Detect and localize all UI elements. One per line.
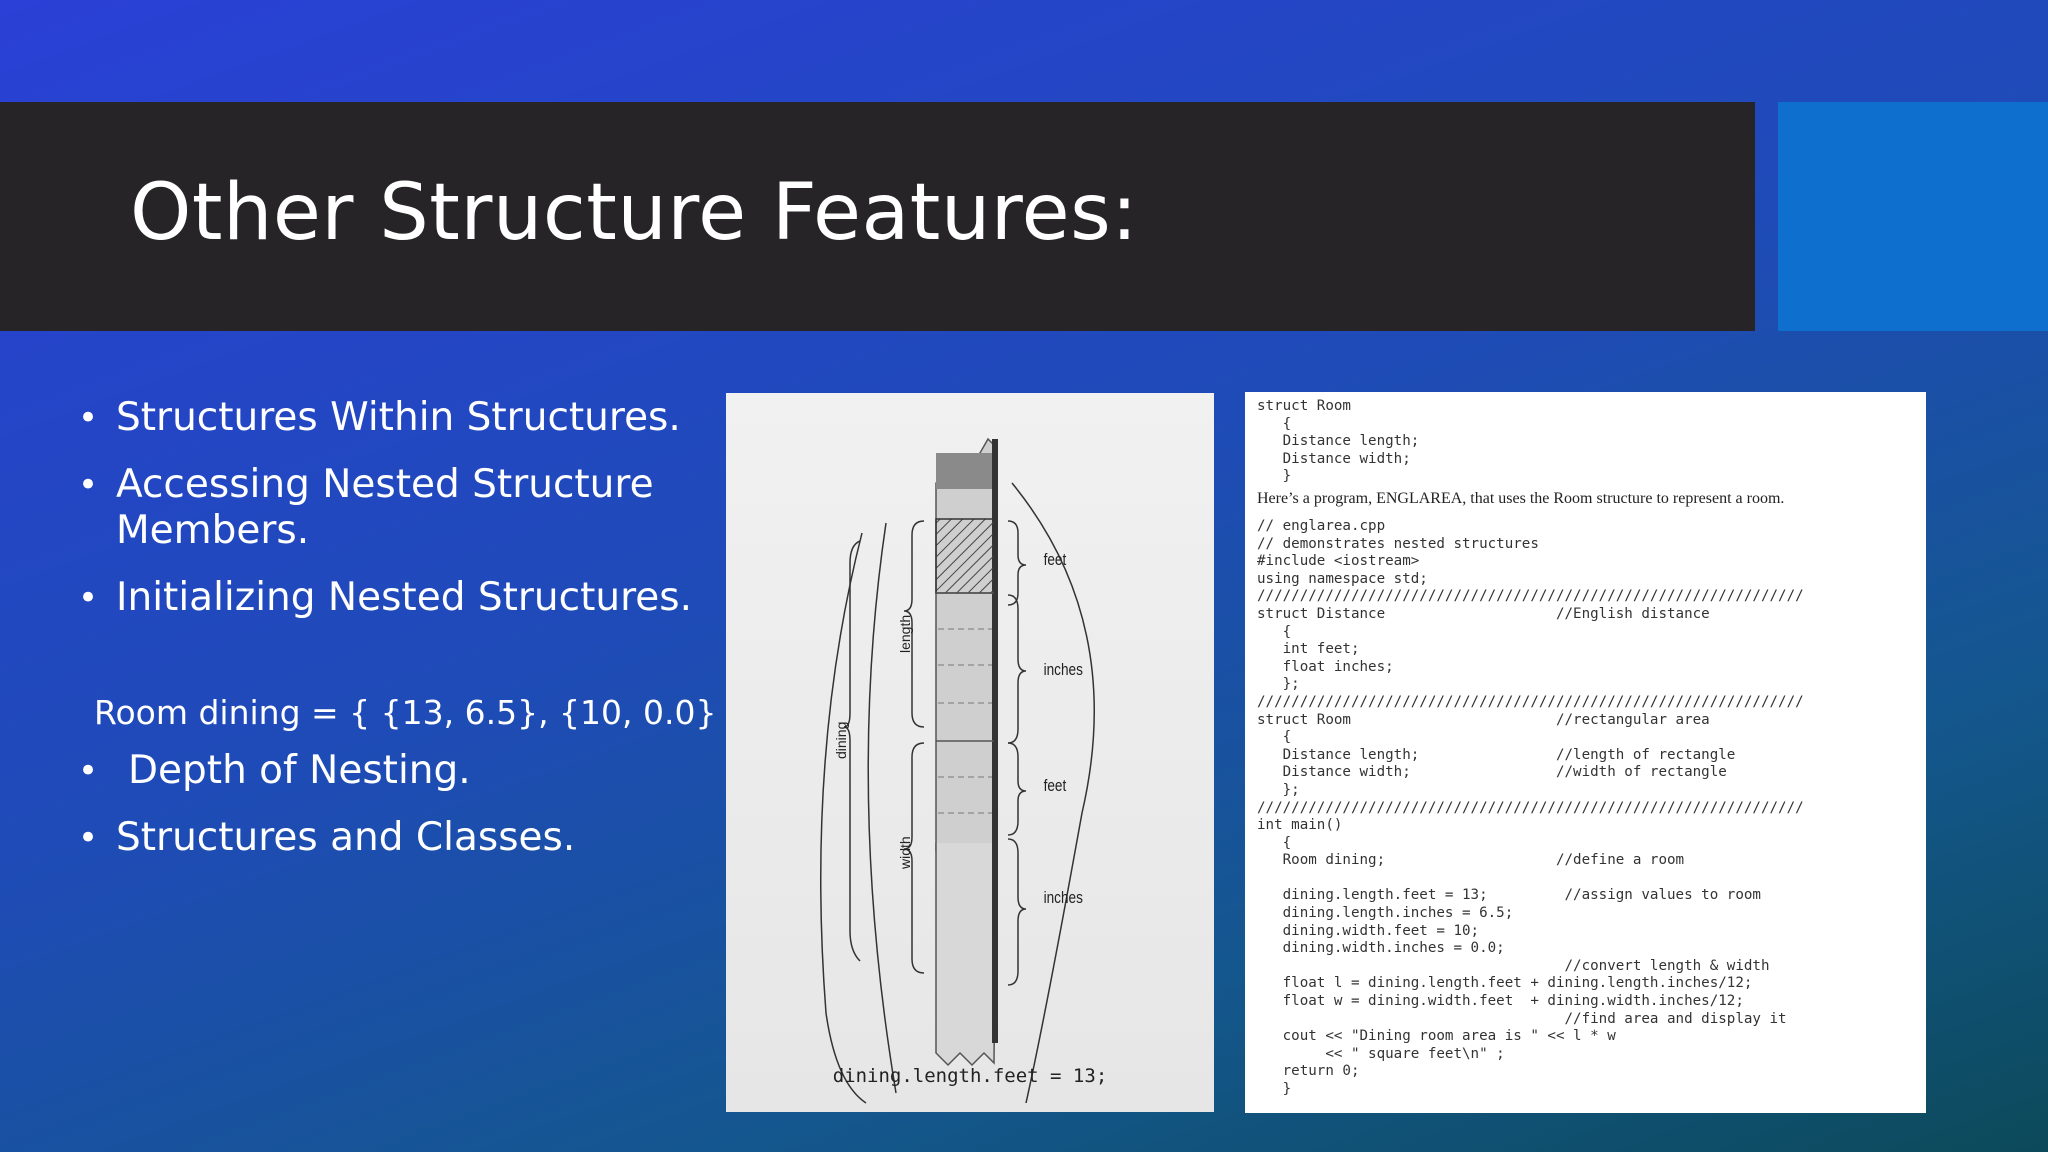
memory-top-shade bbox=[936, 453, 996, 489]
englarea-program: // englarea.cpp // demonstrates nested s… bbox=[1257, 518, 1804, 1097]
memory-edge bbox=[992, 439, 998, 843]
bullet-marker: • bbox=[78, 465, 99, 505]
dining-label: dining bbox=[833, 722, 849, 759]
width-label: width bbox=[897, 836, 913, 870]
feet-field-hatched bbox=[935, 518, 995, 594]
bullet-text: Depth of Nesting. bbox=[128, 748, 471, 793]
bullet-text: Structures Within Structures. bbox=[116, 395, 681, 440]
length-label: length bbox=[897, 615, 913, 653]
inches-label: inches bbox=[1044, 889, 1084, 908]
nested-structure-figure: feet inches feet inches length width din… bbox=[726, 393, 1214, 1112]
bullet-marker: • bbox=[78, 818, 99, 858]
feet-label: feet bbox=[1044, 551, 1067, 570]
length-brace bbox=[903, 520, 925, 728]
struct-room-snippet: struct Room { Distance length; Distance … bbox=[1257, 398, 1420, 485]
program-description: Here’s a program, ENGLAREA, that uses th… bbox=[1257, 490, 1785, 507]
bullet-text: Structures and Classes. bbox=[116, 815, 576, 860]
memory-diagram: feet inches feet inches length width din… bbox=[819, 437, 1095, 1104]
figure-caption: dining.length.feet = 13; bbox=[832, 1065, 1108, 1087]
bullet-item: • Accessing Nested Structure Members. bbox=[78, 462, 716, 554]
inches-brace bbox=[1007, 594, 1027, 744]
bullet-marker: • bbox=[78, 751, 99, 791]
width-brace bbox=[903, 742, 925, 974]
memory-column bbox=[935, 437, 997, 865]
title-band bbox=[0, 102, 1755, 331]
dining-brace bbox=[843, 540, 861, 962]
bullet-marker: • bbox=[78, 578, 99, 618]
inches-brace bbox=[1007, 838, 1027, 986]
feet-brace bbox=[1007, 742, 1027, 836]
bullet-marker: • bbox=[78, 398, 99, 438]
bullet-text: Initializing Nested Structures. bbox=[116, 575, 692, 620]
feet-brace bbox=[1007, 520, 1027, 606]
bullet-text: Accessing Nested Structure Members. bbox=[116, 462, 654, 553]
code-listing: struct Room { Distance length; Distance … bbox=[1245, 392, 1926, 1113]
bullet-item: • Depth of Nesting. bbox=[78, 748, 716, 794]
bullet-item: • Structures and Classes. bbox=[78, 815, 716, 861]
initialization-example: Room dining = { {13, 6.5}, {10, 0.0} }; bbox=[94, 693, 760, 732]
slide-title: Other Structure Features: bbox=[130, 168, 1139, 258]
feet-label: feet bbox=[1044, 777, 1067, 796]
bullet-item: • Initializing Nested Structures. bbox=[78, 575, 716, 621]
bullet-item: • Structures Within Structures. bbox=[78, 395, 756, 441]
inches-label: inches bbox=[1044, 661, 1084, 680]
accent-square bbox=[1778, 102, 2048, 331]
